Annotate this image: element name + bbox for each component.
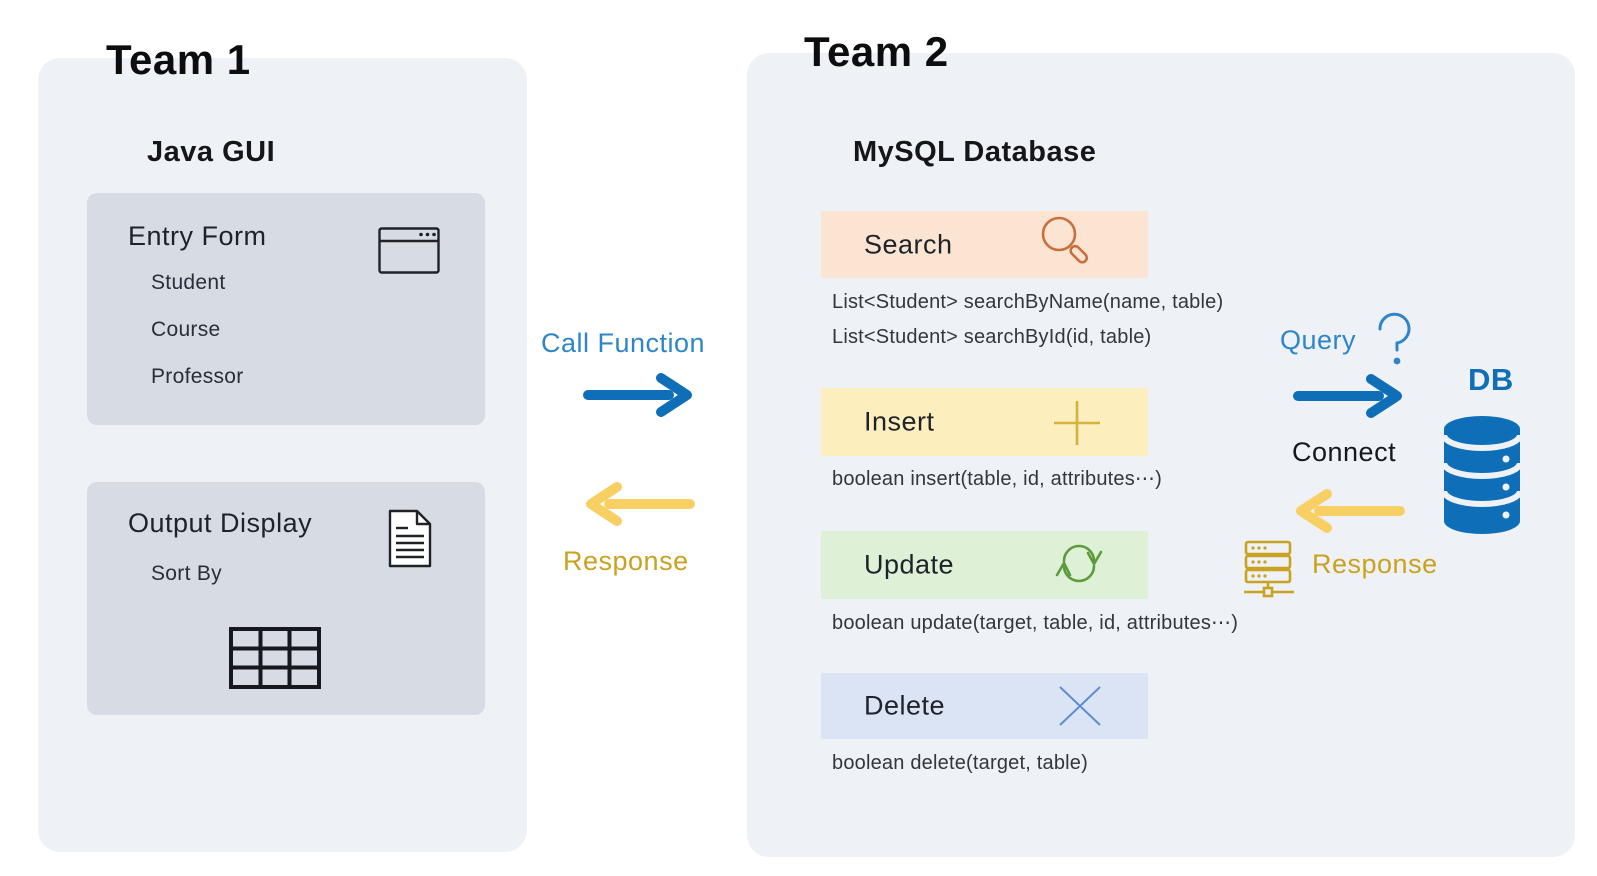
team2-subtitle: MySQL Database (853, 136, 1097, 168)
search-signature: List<Student> searchById(id, table) (832, 326, 1152, 348)
plus-icon (1054, 401, 1100, 445)
output-display-label: Output Display (128, 508, 313, 538)
insert-signature: boolean insert(table, id, attributes⋯) (832, 468, 1162, 490)
team1-title: Team 1 (106, 36, 251, 83)
document-icon (388, 509, 432, 568)
db-label: DB (1468, 362, 1514, 397)
delete-signature: boolean delete(target, table) (832, 752, 1088, 774)
server-icon (1244, 540, 1294, 598)
connect-label: Connect (1292, 437, 1397, 467)
db-response-label: Response (1312, 549, 1438, 579)
team2-title: Team 2 (804, 28, 949, 75)
search-operation-block: Search (821, 211, 1148, 278)
search-label: Search (864, 229, 953, 259)
table-grid-icon (229, 627, 321, 689)
entry-item: Student (151, 271, 226, 294)
response-label: Response (563, 546, 689, 576)
output-item: Sort By (151, 562, 222, 585)
magnifier-icon (1041, 216, 1089, 264)
call-function-arrow-icon (583, 373, 692, 417)
update-signature: boolean update(target, table, id, attrib… (832, 612, 1239, 634)
entry-item: Course (151, 318, 221, 341)
query-arrow-icon (1293, 374, 1402, 418)
response-arrow-icon (586, 482, 695, 526)
delete-operation-block: Delete (821, 673, 1148, 739)
sync-icon (1055, 544, 1103, 583)
database-cylinder-icon (1442, 416, 1522, 534)
entry-form-label: Entry Form (128, 221, 267, 251)
entry-form-card (87, 193, 485, 425)
delete-label: Delete (864, 690, 946, 721)
db-response-arrow-icon (1296, 489, 1405, 533)
team1-panel (38, 58, 527, 852)
insert-label: Insert (864, 406, 935, 437)
update-label: Update (864, 549, 955, 580)
x-icon (1059, 686, 1101, 726)
query-label: Query (1280, 325, 1357, 355)
call-function-label: Call Function (541, 328, 706, 358)
window-icon (378, 227, 440, 274)
team1-subtitle: Java GUI (147, 136, 276, 168)
search-signature: List<Student> searchByName(name, table) (832, 291, 1224, 313)
question-mark-icon (1378, 312, 1411, 365)
entry-item: Professor (151, 365, 244, 388)
